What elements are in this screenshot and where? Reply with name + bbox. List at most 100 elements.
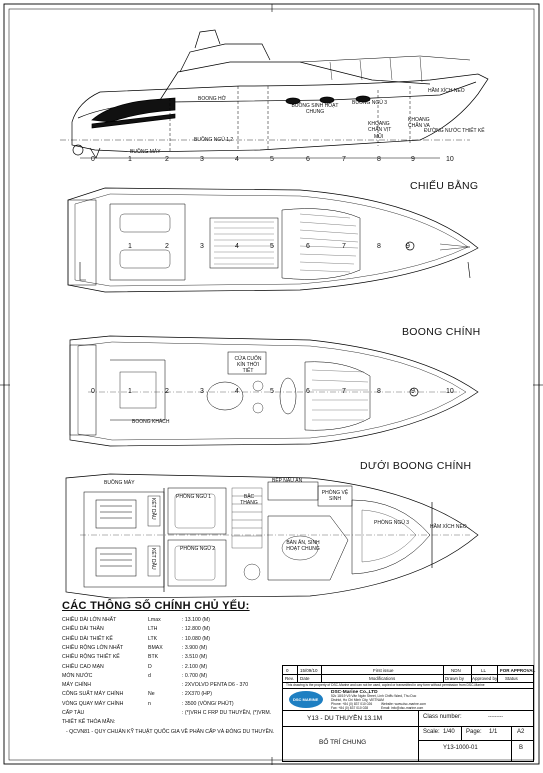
main-station-8: 8 [377, 388, 381, 395]
spec-key: CÔNG SUẤT MÁY CHÍNH [62, 691, 124, 698]
dining-area [267, 515, 349, 581]
profile-station-6: 6 [306, 156, 310, 163]
profile-station-8: 8 [377, 156, 381, 163]
rev-status: FOR APPROVAL [500, 668, 536, 673]
title-block: 0 15/09/10 First issue NDN LL FOR APPROV… [282, 665, 536, 762]
hull-profile [71, 73, 489, 153]
spec-row: THIẾT KẾ THỎA MÃN: [62, 719, 282, 726]
plan-station-2: 2 [165, 243, 169, 250]
sunpad [209, 217, 279, 269]
porthole-3 [355, 95, 371, 103]
foredeck-grid [311, 369, 369, 421]
mast [194, 29, 221, 49]
cockpit-area [109, 203, 186, 281]
spec-key: VÒNG QUAY MÁY CHÍNH [62, 700, 124, 707]
section-arrow-aft [79, 262, 86, 281]
header-status: Status [505, 676, 518, 681]
scale-label: Scale: [423, 729, 440, 735]
main-deck-hull-outline [69, 335, 479, 447]
label-fuel-tank-1: KÉT DẦU [150, 498, 156, 520]
company-fax: Fax: +84 (0) 837 010 028 [331, 705, 369, 710]
profile-station-0: 0 [91, 156, 95, 163]
scale-value: 1/40 [443, 729, 455, 735]
profile-station-1: 1 [128, 156, 132, 163]
spec-symbol: n [148, 700, 151, 707]
profile-station-2: 2 [165, 156, 169, 163]
profile-station-5: 5 [270, 156, 274, 163]
property-notice: This drawing is the property of DSC-Mari… [286, 683, 485, 687]
lower-deck-view [65, 473, 479, 599]
lower-deck-title: DƯỚI BOONG CHÍNH [360, 460, 472, 472]
specs-title: CÁC THÔNG SỐ CHÍNH CHỦ YẾU: [62, 600, 250, 612]
sheet-border [3, 3, 540, 765]
spec-key: THIẾT KẾ THỎA MÃN: [62, 719, 116, 726]
document-number: Y13-1000-01 [443, 745, 478, 751]
profile-station-9: 9 [411, 156, 415, 163]
label-guest-deck: BOONG KHÁCH [132, 419, 170, 425]
header-rev: Rev. [285, 676, 294, 681]
header-modifications: Modifications [369, 676, 396, 681]
main-station-9: 9 [411, 388, 415, 395]
lower-deck-hull-outline [65, 473, 479, 599]
cabin-2-bed [174, 545, 216, 581]
profile-station-4: 4 [235, 156, 239, 163]
spec-symbol: BMAX [148, 644, 163, 651]
spec-key: MỚN NƯỚC [62, 672, 93, 679]
helm-seat-1 [252, 380, 264, 392]
plan-station-5: 5 [270, 243, 274, 250]
fuel-tank-1 [147, 495, 161, 527]
label-lower-engine-room: BUỒNG MÁY [104, 480, 135, 486]
label-profile-cabin-1-2: BUỒNG NGỦ 1,2 [194, 137, 234, 143]
company-website: Website: www.dsc-marine.com [381, 702, 427, 706]
company-phone: Phone: +84 (0) 837 010 026 [331, 702, 373, 706]
label-cabin-3: PHÒNG NGỦ 3 [374, 520, 410, 526]
label-deck-hatch: BOONG HỞ [198, 96, 226, 102]
cockpit-seat-upper [119, 213, 171, 233]
spec-symbol: LTH [148, 626, 158, 633]
label-weather-enclosure: CỬA CUỐN KÍN THỜI TIẾT [234, 356, 262, 374]
main-station-2: 2 [165, 388, 169, 395]
main-station-6: 6 [306, 388, 310, 395]
spec-value: : 0.700 (M) [182, 672, 208, 679]
spec-key: MÁY CHÍNH [62, 682, 92, 689]
main-deck-view [69, 335, 479, 447]
header-drawn-by: Drawn by [445, 676, 465, 681]
spec-value: : 3500 (VÒNG/ PHÚT) [182, 700, 234, 707]
plan-station-3: 3 [200, 243, 204, 250]
spec-row: CÔNG SUẤT MÁY CHÍNH Ne : 2X370 (HP) [62, 691, 282, 698]
bow-hatch [405, 241, 415, 251]
spec-symbol: Lmax [148, 617, 161, 623]
label-saloon: BUỒNG SINH HOẠT CHUNG [291, 103, 339, 115]
label-stairs: BẬC THANG [240, 494, 258, 506]
helm-console [279, 377, 297, 415]
main-station-3: 3 [200, 388, 204, 395]
spec-value: : 2.100 (M) [182, 663, 208, 670]
page-value: 1/1 [489, 729, 498, 735]
label-cabin-2: PHÒNG NGỦ 2 [180, 546, 216, 552]
spec-key: CHIỀU RỘNG LỚN NHẤT [62, 644, 124, 651]
spec-key: CHIỀU DÀI THIẾT KẾ [62, 635, 113, 642]
sunpad-slats [214, 221, 274, 265]
revision-letter: B [519, 745, 524, 751]
porthole-2 [319, 96, 335, 104]
stairs-steps [231, 487, 263, 549]
rail-stanchions [329, 56, 423, 83]
spec-value: : 3.900 (M) [182, 644, 208, 651]
main-station-1: 1 [128, 388, 132, 395]
spec-key: CHIỀU DÀI THÂN [62, 626, 104, 633]
main-deck-hull-inner [77, 341, 467, 441]
spec-key: - QCVN81 - QUY CHUẨN KỸ THUẬT QUỐC GIA V… [66, 728, 275, 735]
engines [95, 499, 137, 577]
spec-key: CHIỀU DÀI LỚN NHẤT [62, 617, 117, 623]
cabin-1-bed [174, 493, 216, 529]
rev-number: 0 [286, 668, 289, 673]
class-number-value: --------- [488, 714, 503, 720]
spec-row: CẤP TÀU: (*)VRH C FRP DU THUYỀN, (*)VRM. [62, 710, 282, 717]
spec-symbol: Ne [148, 691, 155, 698]
spec-value: : 2X370 (HP) [182, 691, 212, 698]
